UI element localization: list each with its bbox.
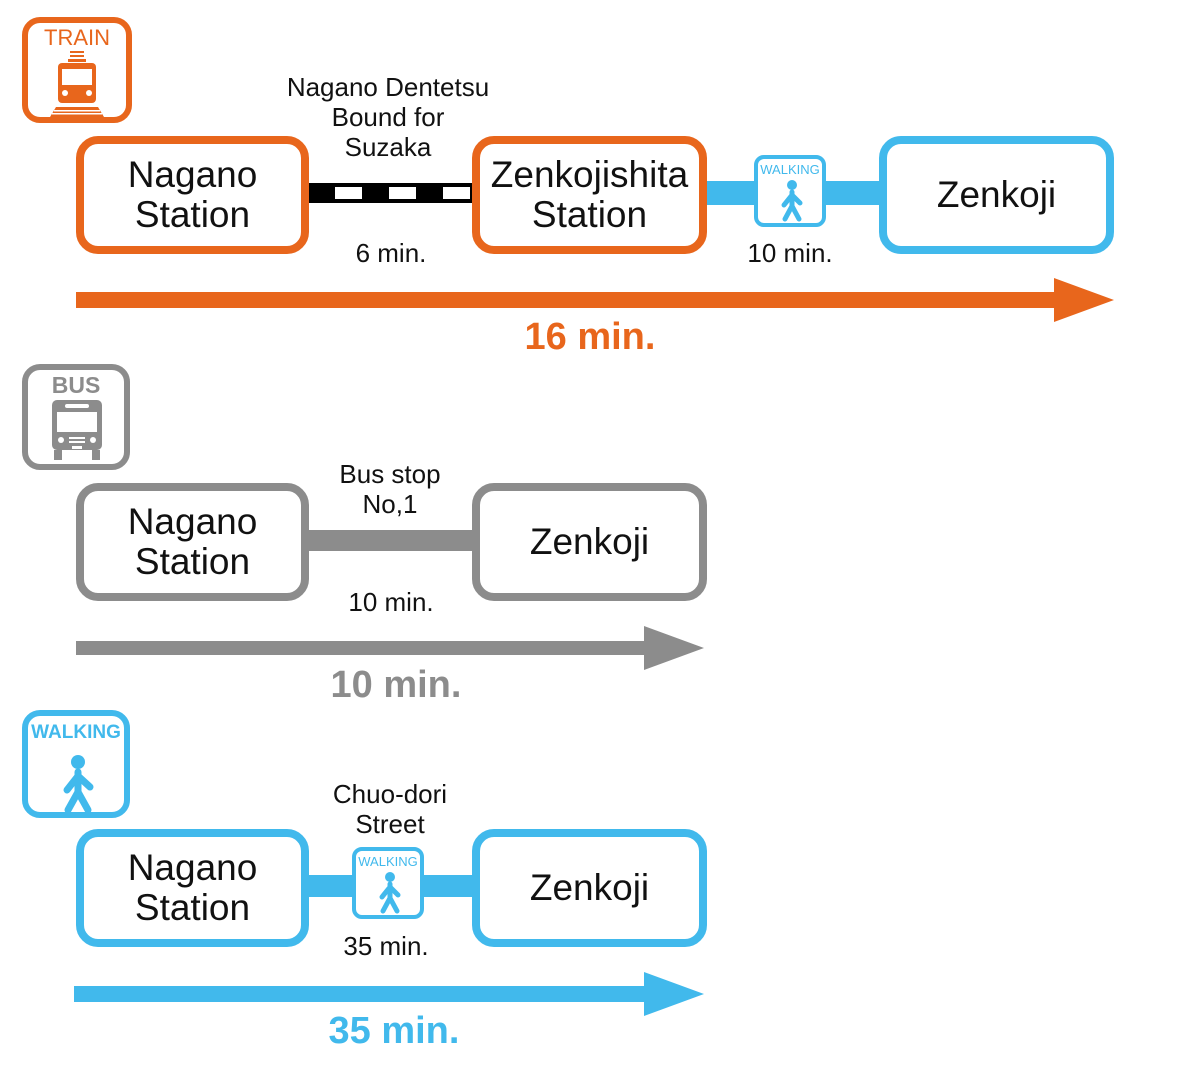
train-total-arrow [76,278,1114,322]
train-line-time: 6 min. [355,238,427,268]
walking-person-icon [781,180,803,222]
bus-mode-label: BUS [51,372,101,398]
walking-person-icon [63,755,94,814]
train-mode-label: TRAIN [44,25,110,50]
origin-line-2: Station [134,194,251,235]
walk-line-time: 35 min. [343,931,429,961]
train-icon [50,51,104,117]
train-mode-badge: TRAIN [22,17,132,123]
walk-mode-badge: WALKING [22,710,130,818]
bus-total-time: 10 min. [330,664,462,706]
walk-total-arrow [74,972,704,1016]
bus-connector [309,530,473,551]
walk-mini-badge: WALKING [754,155,826,227]
destination-node: Zenkoji [879,136,1114,254]
walk-mini-badge-label: WALKING [358,854,418,869]
walk-time: 10 min. [747,238,833,268]
bus-total-arrow [76,626,704,670]
bus-icon [52,400,102,460]
train-line-label: Nagano Dentetsu Bound for Suzaka [286,72,490,162]
origin-node: Nagano Station [76,829,309,947]
walk-mode-label: WALKING [31,722,121,743]
transfer-line-2: Station [531,194,648,235]
origin-line-1: Nagano [127,154,258,195]
bus-line-time: 10 min. [348,587,434,617]
walk-street-label: Chuo-dori Street [332,779,448,839]
destination-node: Zenkoji [472,829,707,947]
walk-mini-badge-label: WALKING [760,162,820,177]
origin-node: Nagano Station [76,136,309,254]
walk-total-time: 35 min. [328,1010,460,1052]
destination-node: Zenkoji [472,483,707,601]
train-total-time: 16 min. [524,316,656,358]
walking-person-icon [379,872,401,914]
origin-node: Nagano Station [76,483,309,601]
bus-mode-badge: BUS [22,364,130,470]
transfer-line-1: Zenkojishita [490,154,689,195]
railway-track [309,183,473,203]
bus-line-label: Bus stop No,1 [339,459,441,519]
walk-mini-badge: WALKING [352,847,424,919]
transfer-node: Zenkojishita Station [472,136,707,254]
